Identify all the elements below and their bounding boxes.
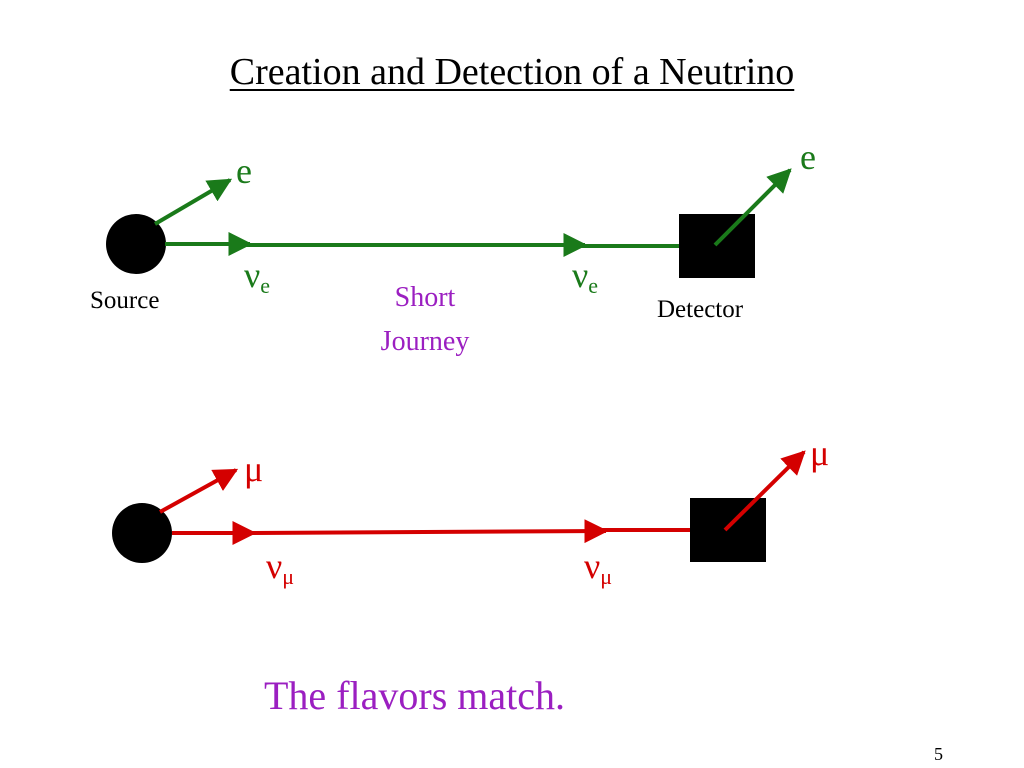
- neutrino-symbol: ν: [572, 255, 589, 295]
- electron-detection-arrow: [713, 168, 792, 247]
- electron-neutrino-label-left: νe: [244, 254, 271, 298]
- neutrino-subscript: e: [588, 273, 599, 298]
- detector-box-muon: [690, 498, 766, 562]
- neutrino-subscript: e: [260, 273, 271, 298]
- muon-emission-arrow: [159, 468, 239, 514]
- source-circle: [106, 214, 166, 274]
- slide-title: Creation and Detection of a Neutrino: [229, 51, 795, 93]
- short-journey-label: Short Journey: [350, 276, 500, 364]
- electron-neutrino-row: [106, 168, 792, 278]
- electron-emission-arrow: [153, 178, 233, 226]
- muon-neutrino-path-segment-2: [247, 519, 609, 544]
- emitted-muon-label: μ: [244, 449, 264, 489]
- detected-electron-label: e: [800, 137, 816, 177]
- page-number: 5: [934, 744, 943, 764]
- neutrino-symbol: ν: [266, 546, 283, 586]
- conclusion-text: The flavors match.: [264, 673, 565, 718]
- short-journey-line-1: Short: [394, 282, 456, 313]
- short-journey-line-2: Journey: [380, 326, 470, 357]
- detector-box: [679, 214, 755, 278]
- neutrino-subscript: μ: [600, 564, 613, 589]
- neutrino-symbol: ν: [584, 546, 601, 586]
- neutrino-subscript: μ: [282, 564, 295, 589]
- source-circle-muon: [112, 503, 172, 563]
- source-label: Source: [90, 287, 160, 314]
- muon-neutrino-row: [112, 450, 806, 563]
- muon-neutrino-label-left: νμ: [266, 545, 295, 589]
- emitted-electron-label: e: [236, 151, 252, 191]
- muon-detection-arrow: [723, 450, 806, 532]
- neutrino-symbol: ν: [244, 255, 261, 295]
- muon-neutrino-label-right: νμ: [584, 545, 613, 589]
- detected-muon-label: μ: [810, 433, 830, 473]
- electron-neutrino-label-right: νe: [572, 254, 599, 298]
- detector-label: Detector: [657, 296, 744, 323]
